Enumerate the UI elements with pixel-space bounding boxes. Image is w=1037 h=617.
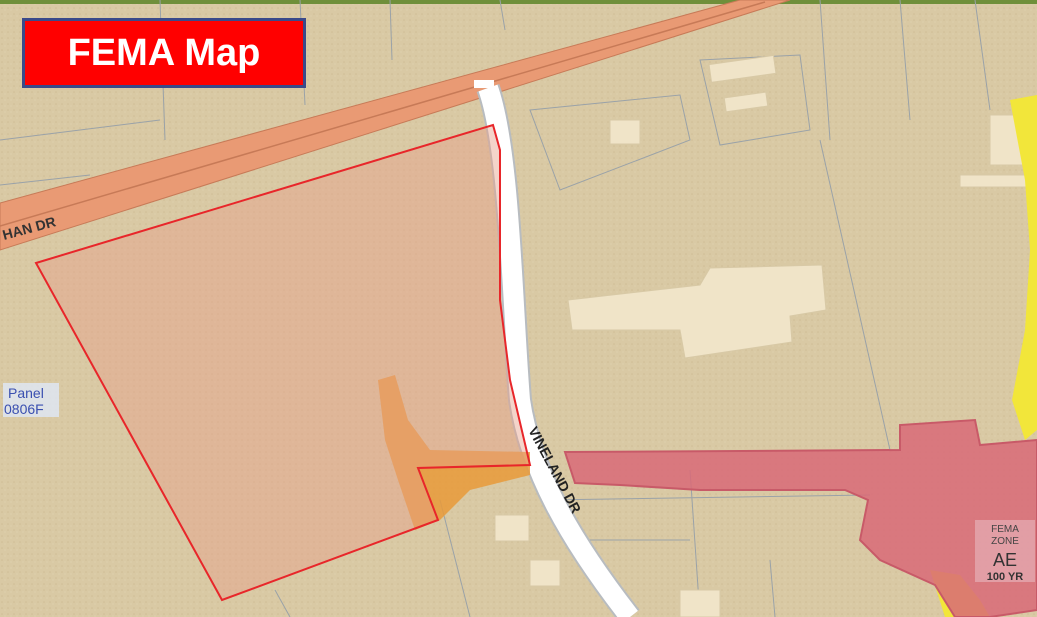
panel-label: Panel: [8, 385, 44, 401]
parcel-lines: [0, 0, 991, 617]
zone-label-fema: FEMA: [991, 524, 1019, 535]
panel-number: 0806F: [4, 401, 44, 417]
subject-parcel[interactable]: [34, 123, 532, 602]
flood-zone-ae: [563, 418, 1037, 617]
highway: [0, 0, 791, 251]
map-title: FEMA Map: [22, 18, 306, 88]
floodway: [378, 375, 530, 530]
buildings: [494, 54, 1031, 617]
zone-period: 100 YR: [987, 571, 1024, 583]
zone-code: AE: [993, 550, 1017, 570]
zone-label-zone: ZONE: [991, 536, 1019, 547]
